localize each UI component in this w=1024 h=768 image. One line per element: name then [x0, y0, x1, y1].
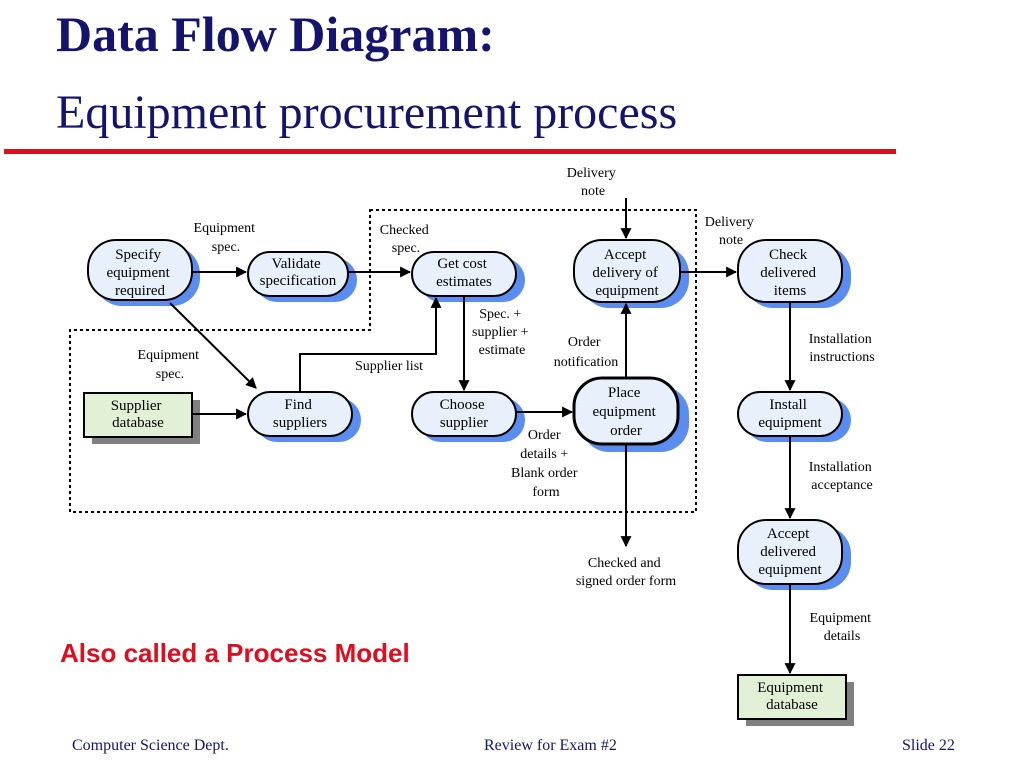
process-choose-supplier: [411, 391, 517, 437]
process-boundary: [69, 209, 697, 513]
label-delivery-note-top: Delivery note: [567, 166, 619, 199]
label-checked-signed: Checked and signed order form: [576, 556, 676, 589]
label-order-details: Order details + Blank order form: [511, 428, 581, 500]
process-accept-delivery-label: Accept delivery of equipment: [592, 247, 661, 299]
flow-specify-to-find: [169, 302, 257, 389]
store-supplier-database: [83, 392, 200, 444]
label-order-notification: Order notification: [554, 335, 619, 370]
label-equipment-spec-1: Equipment spec.: [194, 221, 259, 255]
label-equipment-details: Equipment details: [810, 611, 875, 644]
process-check-label: Check delivered items: [760, 247, 820, 299]
slide-title: Data Flow Diagram:: [56, 6, 495, 62]
footer-course: Review for Exam #2: [484, 737, 617, 754]
process-getcost-label: Get cost estimates: [436, 256, 492, 290]
label-checked-spec: Checked spec.: [380, 223, 432, 256]
label-spec-supplier-estimate: Spec. + supplier + estimate: [472, 307, 532, 358]
title-underline: [4, 149, 896, 154]
process-accept-delivered-label: Accept delivered equipment: [758, 526, 822, 578]
process-validate-specification: [247, 251, 349, 297]
process-find-label: Find suppliers: [273, 397, 327, 431]
footer-department: Computer Science Dept.: [72, 737, 229, 754]
label-installation-acceptance: Installation acceptance: [809, 460, 876, 493]
process-choose-label: Choose supplier: [440, 397, 489, 431]
footer-slide-number: Slide 22: [902, 737, 955, 754]
process-specify-equipment: [87, 239, 193, 301]
label-installation-instructions: Installation instructions: [809, 332, 876, 365]
store-supplier-label: Supplier database: [111, 398, 166, 431]
store-equipment-database: [737, 674, 854, 726]
process-place-label: Place equipment order: [592, 385, 659, 439]
process-install-label: Install equipment: [758, 397, 822, 431]
label-supplier-list: Supplier list: [355, 359, 423, 374]
flow-find-to-getcost: [299, 296, 442, 392]
process-model-note: Also called a Process Model: [60, 638, 410, 668]
store-equipment-label: Equipment database: [757, 680, 827, 713]
slide-subtitle: Equipment procurement process: [56, 86, 678, 139]
process-specify-label: Specify equipment required: [106, 247, 173, 299]
label-delivery-note-right: Delivery note: [705, 215, 757, 248]
label-equipment-spec-2: Equipment spec.: [138, 348, 203, 382]
process-validate-label: Validate specification: [260, 256, 337, 289]
